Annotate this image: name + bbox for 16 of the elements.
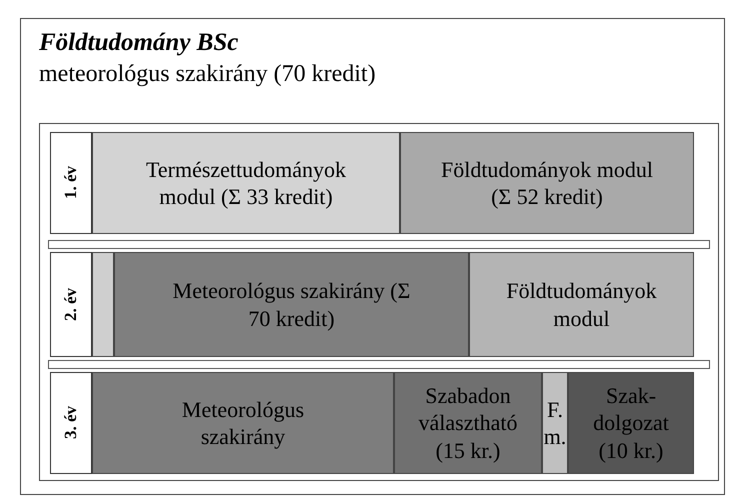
outer-frame	[20, 18, 725, 495]
module-block: Szak- dolgozat (10 kr.)	[568, 372, 694, 474]
module-block: Szabadon választható (15 kr.)	[394, 372, 542, 474]
subtitle: meteorológus szakirány (70 kredit)	[39, 61, 376, 88]
inner-frame	[39, 123, 719, 481]
year-label: 2. év	[50, 252, 92, 357]
title: Földtudomány BSc	[39, 29, 238, 57]
module-block: Meteorológus szakirány	[92, 372, 394, 474]
year-label: 1. év	[50, 132, 92, 234]
module-block: F. m.	[542, 372, 568, 474]
module-block: Földtudományok modul	[469, 252, 694, 357]
module-block: Meteorológus szakirány (Σ 70 kredit)	[114, 252, 469, 357]
module-strip	[92, 252, 114, 357]
module-block: Földtudományok modul (Σ 52 kredit)	[400, 132, 694, 234]
year-label: 3. év	[50, 372, 92, 474]
module-block: Természettudományok modul (Σ 33 kredit)	[92, 132, 400, 234]
